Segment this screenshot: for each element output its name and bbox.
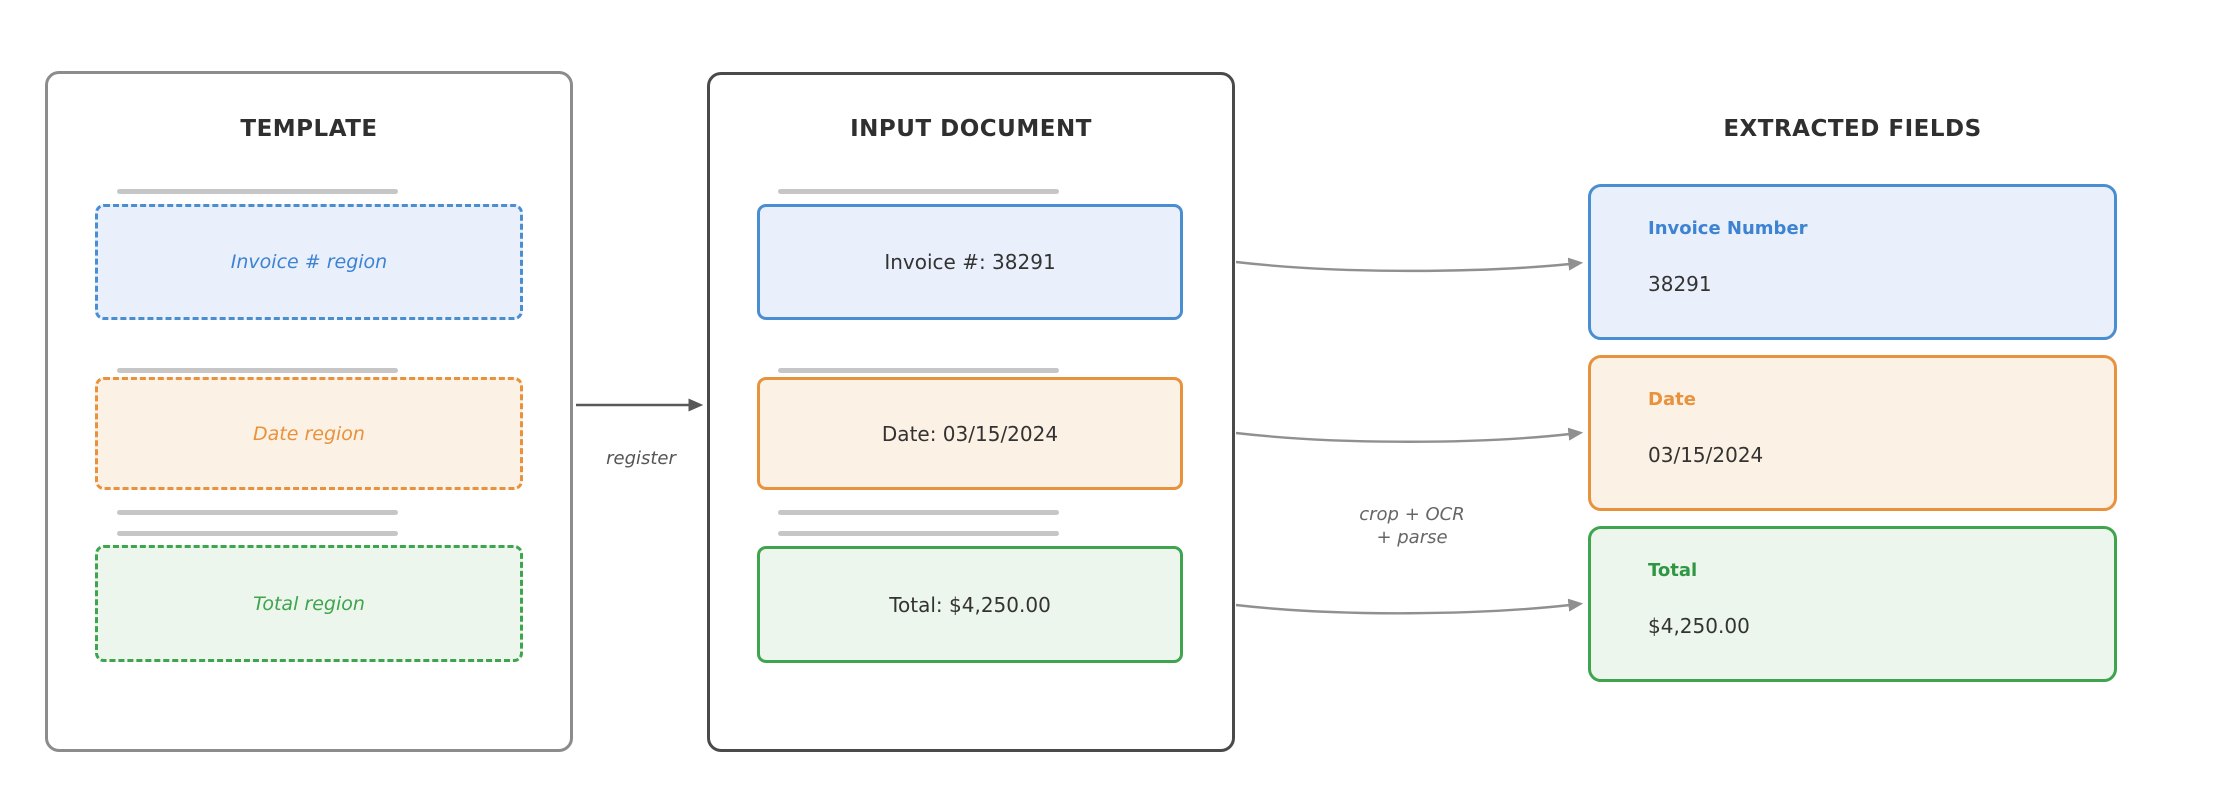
process-label-line2: + parse — [1376, 527, 1448, 548]
process-label-line1: crop + OCR — [1359, 504, 1465, 525]
template-region-date: Date region — [95, 377, 523, 490]
placeholder-line — [117, 510, 398, 515]
placeholder-line — [778, 531, 1059, 536]
extracted-card-total-value: $4,250.00 — [1648, 614, 1750, 638]
placeholder-line — [778, 368, 1059, 373]
arrow-date-to-card — [1235, 427, 1584, 443]
extracted-card-date-value: 03/15/2024 — [1648, 443, 1764, 467]
input-field-date-text: Date: 03/15/2024 — [881, 421, 1059, 446]
template-panel-title: TEMPLATE — [240, 116, 378, 142]
placeholder-line — [778, 510, 1059, 515]
extracted-card-invoice-number: Invoice Number 38291 — [1588, 184, 2117, 340]
input-document-panel-title: INPUT DOCUMENT — [850, 116, 1092, 142]
placeholder-line — [778, 189, 1059, 194]
extracted-card-total-label: Total — [1648, 560, 1698, 581]
input-field-date: Date: 03/15/2024 — [757, 377, 1183, 490]
input-field-total-text: Total: $4,250.00 — [889, 592, 1051, 617]
extracted-card-date-label: Date — [1648, 389, 1696, 410]
register-label: register — [606, 448, 676, 469]
template-region-invoice: Invoice # region — [95, 204, 523, 320]
extracted-card-total: Total $4,250.00 — [1588, 526, 2117, 682]
extracted-fields-title: EXTRACTED FIELDS — [1723, 116, 1982, 142]
placeholder-line — [117, 531, 398, 536]
placeholder-line — [117, 368, 398, 373]
input-field-total: Total: $4,250.00 — [757, 546, 1183, 663]
arrow-invoice-to-card — [1235, 257, 1584, 273]
placeholder-line — [117, 189, 398, 194]
template-region-date-label: Date region — [253, 422, 365, 445]
input-field-invoice: Invoice #: 38291 — [757, 204, 1183, 320]
input-field-invoice-text: Invoice #: 38291 — [884, 250, 1056, 274]
template-region-invoice-label: Invoice # region — [230, 251, 388, 273]
extracted-card-date: Date 03/15/2024 — [1588, 355, 2117, 511]
process-label: crop + OCR + parse — [1312, 503, 1512, 549]
extracted-card-invoice-number-label: Invoice Number — [1648, 218, 1808, 239]
template-region-total-label: Total region — [253, 592, 365, 615]
template-region-total: Total region — [95, 545, 523, 662]
arrow-total-to-card — [1235, 598, 1584, 615]
extracted-card-invoice-number-value: 38291 — [1648, 272, 1712, 296]
